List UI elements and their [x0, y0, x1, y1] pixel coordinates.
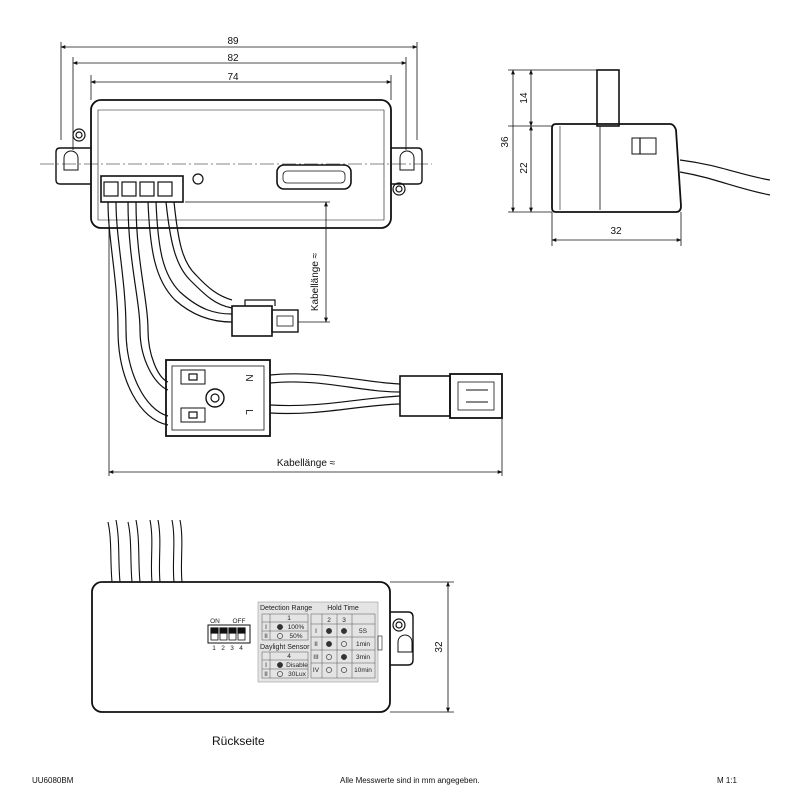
led-indicator — [192, 173, 204, 185]
hold-col-header: 2 — [327, 617, 331, 624]
daylight-row-value: Disable — [286, 662, 308, 669]
dimension-82 — [72, 57, 407, 150]
detection-col-header: 1 — [287, 615, 291, 622]
cable-length-long-dim — [108, 220, 503, 476]
dim-74-label: 74 — [227, 72, 239, 83]
hold-col-header: 3 — [342, 617, 346, 624]
side-view — [508, 69, 771, 246]
side-cable — [679, 159, 771, 196]
dimension-89 — [60, 42, 418, 140]
cable-length-short-dim — [185, 201, 330, 323]
back-view — [91, 519, 454, 713]
dim-32-back-label: 32 — [434, 641, 445, 653]
setting-dots — [277, 624, 347, 677]
back-housing — [91, 581, 391, 713]
dim-36-label: 36 — [500, 136, 511, 148]
hold-row-roman: I — [315, 628, 317, 635]
dimension-74 — [90, 75, 392, 100]
mounting-ear-left — [55, 147, 91, 185]
hold-time-title: Hold Time — [327, 605, 359, 612]
hold-row-roman: II — [314, 641, 318, 648]
hold-row-roman: III — [313, 654, 319, 661]
dim-22-label: 22 — [519, 162, 530, 174]
cable-length-short-label: Kabellänge ≈ — [310, 252, 321, 311]
terminal-block — [100, 175, 184, 203]
detection-range-title: Detection Range — [260, 605, 312, 612]
dip-number: 2 — [221, 645, 225, 652]
hold-row-value: 10min — [354, 667, 372, 674]
top-view — [40, 42, 503, 476]
measurement-note: Alle Messwerte sind in mm angegeben. — [340, 776, 480, 785]
mounting-ear-right — [391, 147, 423, 185]
hold-row-value: 3min — [356, 654, 370, 661]
back-view-caption: Rückseite — [212, 734, 265, 748]
daylight-row-value: 30Lux — [288, 671, 306, 678]
daylight-sensor-title: Daylight Sensor — [260, 644, 310, 651]
dim-82-label: 82 — [227, 53, 239, 64]
side-dims — [508, 69, 682, 246]
hold-row-value: 1min — [356, 641, 370, 648]
dim-89-label: 89 — [227, 36, 239, 47]
plug-letter-l: L — [243, 409, 254, 415]
sensor-window — [276, 164, 352, 190]
detection-row-value: 100% — [288, 624, 305, 631]
plug-letter-n: N — [243, 374, 254, 381]
detection-row-roman: II — [264, 633, 268, 640]
back-dim-32 — [390, 581, 454, 713]
back-mounting-ear — [390, 611, 414, 666]
settings-table-grid — [261, 613, 376, 679]
back-wires — [107, 519, 183, 583]
settings-table-label — [257, 601, 379, 683]
dip-number: 1 — [212, 645, 216, 652]
daylight-col-header: 4 — [287, 653, 291, 660]
dip-number: 3 — [230, 645, 234, 652]
daylight-row-roman: I — [265, 662, 267, 669]
scale-label: M 1:1 — [717, 776, 738, 785]
dip-number: 4 — [239, 645, 243, 652]
wieland-plug — [165, 359, 271, 437]
dip-on-label: ON — [210, 618, 220, 625]
small-connector — [231, 299, 299, 337]
side-housing — [551, 123, 682, 213]
article-number: UU6080BM — [32, 776, 74, 785]
hold-row-roman: IV — [313, 667, 320, 674]
output-connector — [399, 373, 503, 419]
cable-length-long-label: Kabellänge ≈ — [277, 458, 336, 469]
side-sensor-stem — [596, 69, 620, 127]
detection-row-value: 50% — [289, 633, 302, 640]
dim-14-label: 14 — [519, 92, 530, 104]
hold-row-value: 5S — [359, 628, 368, 635]
wires — [107, 201, 401, 426]
dip-off-label: OFF — [233, 618, 246, 625]
detection-row-roman: I — [265, 624, 267, 631]
daylight-row-roman: II — [264, 671, 268, 678]
dim-32-side-label: 32 — [610, 226, 622, 237]
dip-switch[interactable] — [207, 624, 251, 644]
